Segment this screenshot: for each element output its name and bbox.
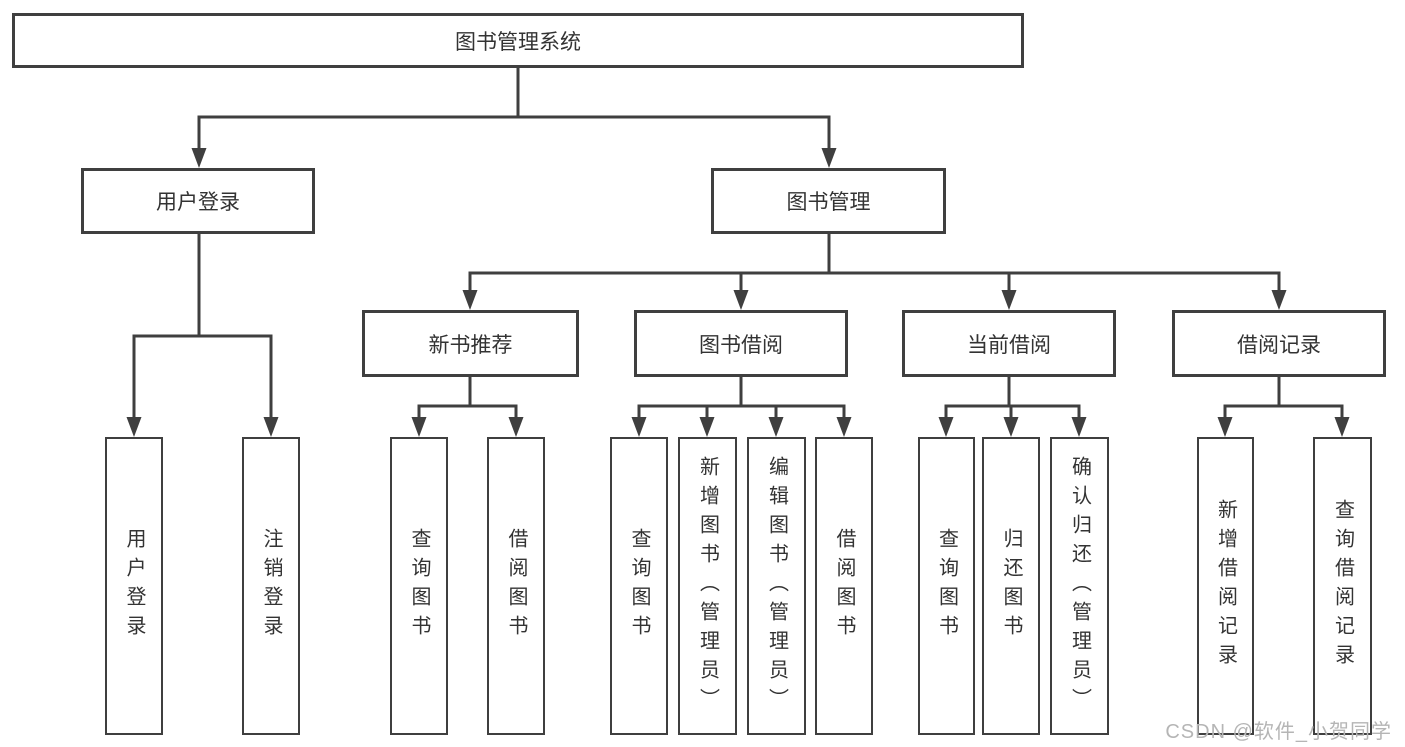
node-current-borrow: 当前借阅 xyxy=(902,310,1116,377)
node-new-book-rec: 新书推荐 xyxy=(362,310,579,377)
node-book-mgmt: 图书管理 xyxy=(711,168,946,234)
node-label-leaf-logout: 注销登录 xyxy=(260,528,282,644)
node-label-leaf-edit-book: 编辑图书（管理员） xyxy=(765,455,788,717)
node-leaf-query-book-2: 查询图书 xyxy=(610,437,668,735)
node-leaf-return-book: 归还图书 xyxy=(982,437,1040,735)
node-label-new-book-rec: 新书推荐 xyxy=(428,333,513,357)
node-label-leaf-add-book: 新增图书（管理员） xyxy=(696,455,719,717)
node-leaf-query-record: 查询借阅记录 xyxy=(1313,437,1372,735)
node-label-leaf-query-book-2: 查询图书 xyxy=(628,528,650,644)
node-leaf-logout: 注销登录 xyxy=(242,437,300,735)
csdn-watermark: CSDN @软件_小贺同学 xyxy=(1165,721,1392,743)
node-label-leaf-add-record: 新增借阅记录 xyxy=(1214,499,1237,673)
node-leaf-confirm-return: 确认归还（管理员） xyxy=(1050,437,1109,735)
node-label-leaf-confirm-return: 确认归还（管理员） xyxy=(1068,455,1091,717)
node-label-leaf-query-book-1: 查询图书 xyxy=(408,528,430,644)
node-leaf-user-login: 用户登录 xyxy=(105,437,163,735)
node-label-leaf-query-record: 查询借阅记录 xyxy=(1331,499,1354,673)
node-book-borrow: 图书借阅 xyxy=(634,310,848,377)
node-label-leaf-user-login: 用户登录 xyxy=(123,528,145,644)
node-label-borrow-record: 借阅记录 xyxy=(1237,333,1321,357)
node-label-leaf-return-book: 归还图书 xyxy=(1000,528,1022,644)
node-label-leaf-query-book-3: 查询图书 xyxy=(935,528,958,644)
node-label-user-login: 用户登录 xyxy=(156,191,240,214)
node-label-root: 图书管理系统 xyxy=(455,30,581,54)
node-leaf-add-record: 新增借阅记录 xyxy=(1197,437,1254,735)
node-label-current-borrow: 当前借阅 xyxy=(967,333,1051,357)
node-label-leaf-borrow-book-2: 借阅图书 xyxy=(833,528,855,644)
node-root: 图书管理系统 xyxy=(12,13,1024,68)
node-leaf-add-book: 新增图书（管理员） xyxy=(678,437,737,735)
node-leaf-borrow-book-1: 借阅图书 xyxy=(487,437,545,735)
node-leaf-query-book-1: 查询图书 xyxy=(390,437,448,735)
node-label-book-borrow: 图书借阅 xyxy=(699,333,783,357)
node-borrow-record: 借阅记录 xyxy=(1172,310,1386,377)
node-label-book-mgmt: 图书管理 xyxy=(786,191,871,214)
node-user-login: 用户登录 xyxy=(81,168,315,234)
node-leaf-query-book-3: 查询图书 xyxy=(918,437,975,735)
node-label-leaf-borrow-book-1: 借阅图书 xyxy=(505,528,527,644)
node-leaf-edit-book: 编辑图书（管理员） xyxy=(747,437,806,735)
node-leaf-borrow-book-2: 借阅图书 xyxy=(815,437,873,735)
